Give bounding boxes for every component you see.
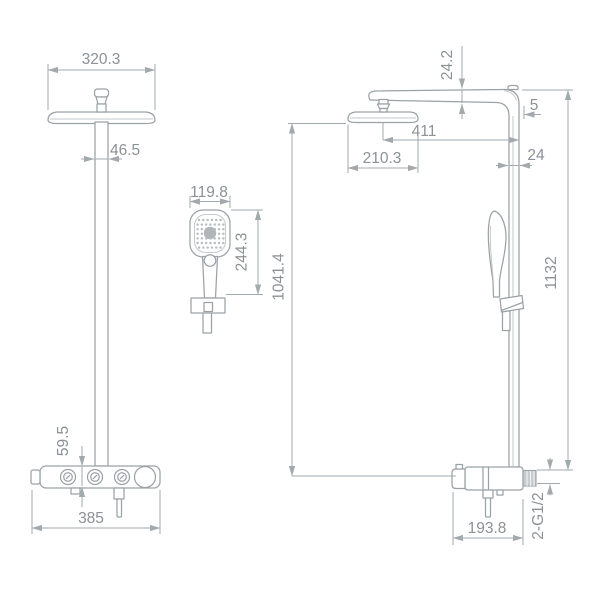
dim-label-arm-thickness: 24.2 <box>439 50 456 80</box>
valve-body-front <box>30 465 161 518</box>
dim-total-height: 1132 <box>522 89 573 471</box>
valve-lower-tab-front <box>70 487 81 495</box>
temperature-knob-side <box>451 468 466 490</box>
valve-body-side <box>451 463 537 518</box>
valve-lower-tab-side <box>496 489 504 496</box>
spray-center <box>203 226 217 240</box>
dim-label-hand-shower-width: 119.8 <box>190 184 228 201</box>
dim-head-depth: 210.3 <box>347 124 419 173</box>
side-view: 24.2 5 411 210.3 24 <box>271 46 573 545</box>
dim-label-head-to-valve-height: 1041.4 <box>271 253 288 301</box>
dim-label-arm-reach: 411 <box>412 123 437 140</box>
temperature-knob-front <box>133 465 157 489</box>
dim-label-valve-width: 385 <box>78 510 104 527</box>
valve-button-2 <box>86 468 104 486</box>
shower-head-front <box>47 111 156 125</box>
dim-valve-depth: 193.8 <box>452 492 524 545</box>
dim-head-to-valve-height: 1041.4 <box>271 123 456 477</box>
riser-pipe-front <box>94 121 109 467</box>
hose-outlet-front <box>113 487 125 518</box>
dim-pipe-depth: 24 <box>496 147 545 169</box>
mode-button <box>203 254 217 267</box>
dim-valve-height: 59.5 <box>55 426 86 507</box>
dim-arm-reach: 411 <box>382 123 520 144</box>
slide-bracket-stem <box>501 310 511 332</box>
dim-wall-gap: 5 <box>523 97 541 119</box>
dim-label-pipe-depth: 24 <box>527 147 545 164</box>
hose-outlet-side <box>482 489 494 518</box>
dim-label-valve-depth: 193.8 <box>468 520 507 537</box>
dim-label-wall-gap: 5 <box>530 97 539 114</box>
slide-bracket-side <box>499 294 525 313</box>
shower-arm-side <box>368 84 520 468</box>
wall-cap-side <box>507 84 519 91</box>
shower-head-side <box>347 111 419 124</box>
dim-thread-spec: 2-G1/2 <box>530 458 560 540</box>
hand-shower-side <box>487 210 525 332</box>
dim-label-pipe-width: 46.5 <box>110 142 140 159</box>
dim-valve-width: 385 <box>31 490 161 534</box>
dim-label-head-width: 320.3 <box>82 51 121 68</box>
dim-hand-shower-height: 244.3 <box>226 209 263 295</box>
valve-button-3 <box>113 468 131 486</box>
dim-label-thread-spec: 2-G1/2 <box>530 492 547 539</box>
wall-inlet-connector <box>522 469 537 487</box>
dim-arm-thickness: 24.2 <box>439 46 466 119</box>
head-connector-side <box>376 98 391 113</box>
hand-shower-bracket <box>190 297 226 334</box>
dim-label-total-height: 1132 <box>543 256 560 289</box>
dim-pipe-width: 46.5 <box>81 142 140 163</box>
dim-hand-shower-width: 119.8 <box>189 184 231 208</box>
valve-left-cap-front <box>30 469 41 485</box>
head-connector-front <box>93 88 110 113</box>
valve-button-1 <box>59 468 77 486</box>
hand-shower-detail: 119.8 244.3 <box>189 184 263 334</box>
dim-label-valve-height: 59.5 <box>55 426 72 456</box>
dim-head-width: 320.3 <box>47 51 156 110</box>
front-view: 320.3 46.5 59.5 385 <box>30 51 161 534</box>
dim-label-hand-shower-height: 244.3 <box>234 233 251 272</box>
dim-label-head-depth: 210.3 <box>363 150 402 167</box>
